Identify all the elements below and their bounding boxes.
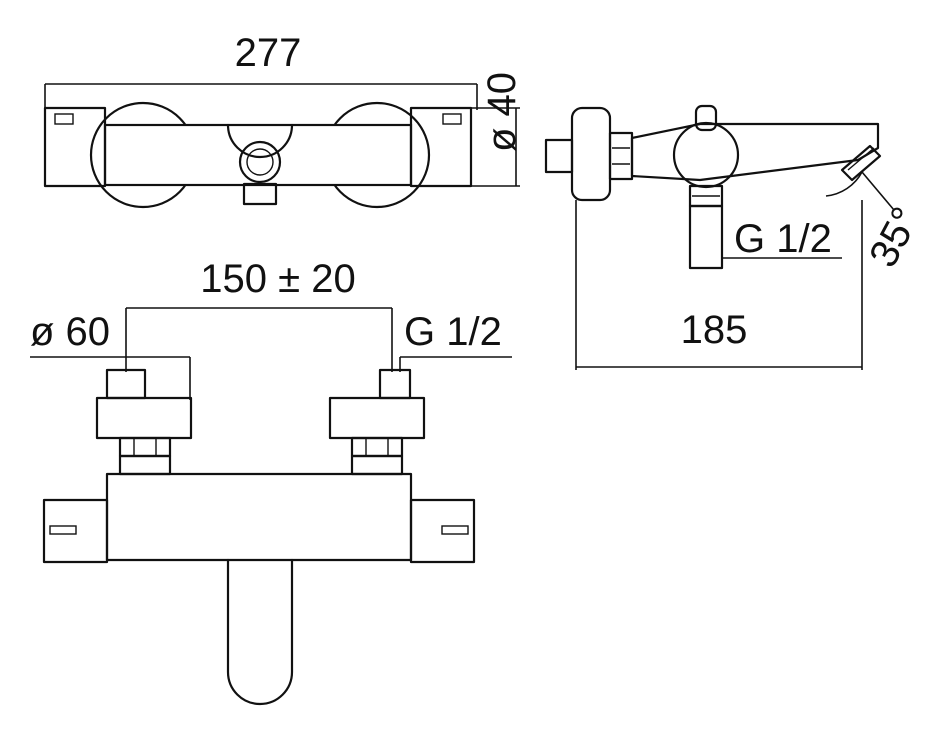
wall-eccentric [544,138,574,174]
spout-outlet [226,123,294,159]
handle-stem [694,104,718,132]
label-spout-angle: 35° [861,200,928,274]
top-left-cap [43,106,107,188]
handle-knob [672,121,740,189]
side-supply-pipe [688,204,724,270]
side-body [630,122,880,182]
label-thread-front: G 1/2 [404,310,502,354]
wall-flange [570,106,612,202]
left-wall-pipe [105,368,147,400]
top-body [103,123,413,187]
right-flange [328,396,426,440]
side-view: G 1/2 35° 185 [544,104,928,370]
label-overall-width: 277 [235,31,302,75]
label-body-diameter: ø 40 [480,72,524,152]
label-thread-side: G 1/2 [734,217,832,261]
angle-arc [825,171,863,197]
left-flange [95,396,193,440]
top-view: 277 ø 40 [43,31,524,209]
front-right-handle [409,498,476,564]
front-spout [226,558,294,706]
front-left-handle [42,498,109,564]
diverter-outlet [840,144,882,182]
front-view: 150 ± 20 ø 60 G 1/2 [30,257,512,706]
front-body [105,472,413,562]
label-centers: 150 ± 20 [200,257,355,301]
top-right-cap [409,106,473,188]
label-eccentric-diameter: ø 60 [30,310,110,354]
label-depth: 185 [681,308,748,352]
right-wall-pipe [378,368,412,400]
